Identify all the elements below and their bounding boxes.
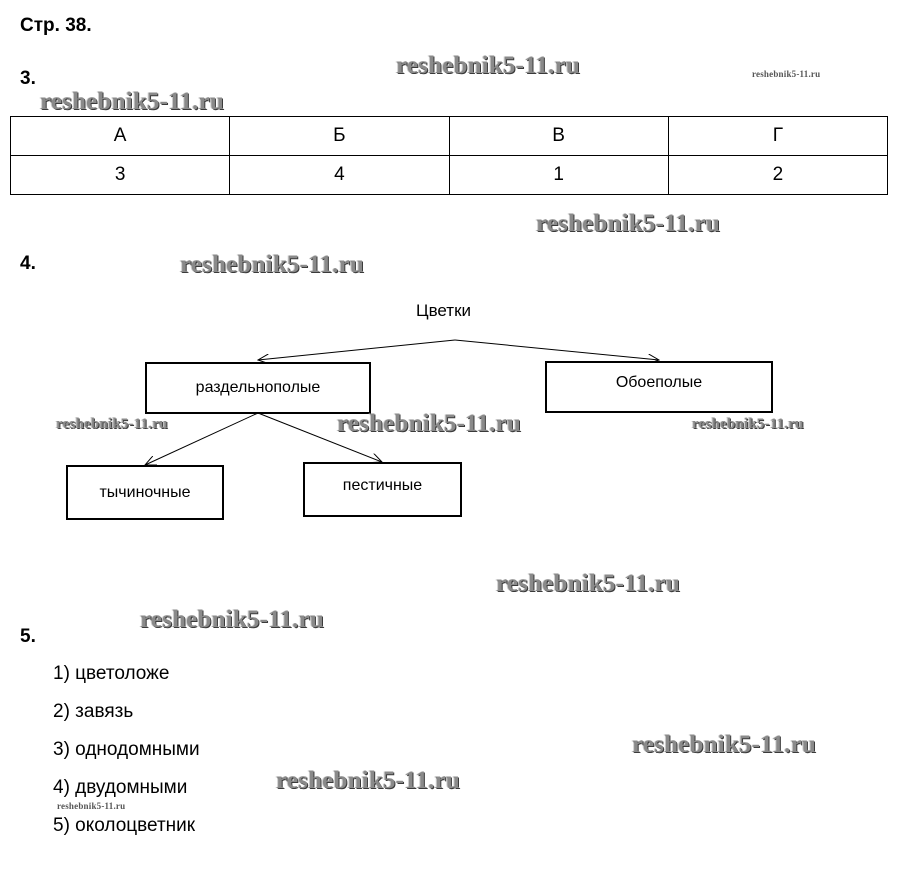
task4-number: 4. bbox=[20, 253, 36, 274]
task5-number: 5. bbox=[20, 626, 36, 647]
node-staminate-label: тычиночные bbox=[99, 483, 191, 501]
watermark: reshebnik5-11.ru bbox=[40, 88, 225, 115]
watermark: reshebnik5-11.ru bbox=[180, 251, 365, 278]
watermark: reshebnik5-11.ru bbox=[536, 210, 721, 237]
watermark: reshebnik5-11.ru bbox=[276, 767, 461, 794]
list-item: 3) однодомными bbox=[53, 739, 200, 760]
page-title: Стр. 38. bbox=[20, 15, 92, 36]
arrow-root-left bbox=[258, 339, 456, 360]
table-header-cell: Г bbox=[667, 116, 889, 156]
list-item: 4) двудомными bbox=[53, 777, 188, 798]
table-cell: 2 bbox=[667, 155, 889, 195]
node-separate-sex-label: раздельнополые bbox=[195, 379, 321, 396]
arrow-left-child1 bbox=[145, 412, 259, 465]
watermark: reshebnik5-11.ru bbox=[632, 731, 817, 758]
list-item: 2) завязь bbox=[53, 701, 134, 722]
arrow-root-right bbox=[454, 339, 659, 360]
watermark: reshebnik5-11.ru bbox=[337, 410, 522, 437]
node-pistillate: пестичные bbox=[303, 462, 462, 517]
watermark: reshebnik5-11.ru bbox=[57, 801, 126, 811]
answers-table: А Б В Г 3 4 1 2 bbox=[9, 116, 889, 195]
table-header-row: А Б В Г bbox=[9, 116, 889, 156]
watermark: reshebnik5-11.ru bbox=[56, 416, 168, 432]
arrow-left-child2 bbox=[257, 412, 382, 462]
watermark: reshebnik5-11.ru bbox=[692, 416, 804, 432]
watermark: reshebnik5-11.ru bbox=[496, 570, 681, 597]
watermark: reshebnik5-11.ru bbox=[752, 69, 821, 79]
watermark: reshebnik5-11.ru bbox=[140, 606, 325, 633]
list-item: 1) цветоложе bbox=[53, 663, 170, 684]
table-cell: 3 bbox=[9, 155, 231, 195]
watermark: reshebnik5-11.ru bbox=[396, 52, 581, 79]
list-item: 5) околоцветник bbox=[53, 815, 196, 836]
node-pistillate-label: пестичные bbox=[342, 476, 423, 494]
node-bisexual: Обоеполые bbox=[545, 361, 773, 413]
table-cell: 1 bbox=[448, 155, 669, 195]
table-row: 3 4 1 2 bbox=[9, 155, 889, 195]
node-separate-sex: раздельнополые bbox=[145, 362, 371, 414]
node-staminate: тычиночные bbox=[66, 465, 224, 520]
table-cell: 4 bbox=[229, 155, 450, 195]
node-bisexual-label: Обоеполые bbox=[615, 374, 703, 391]
task3-number: 3. bbox=[20, 68, 36, 89]
diagram-root-label: Цветки bbox=[416, 301, 472, 320]
